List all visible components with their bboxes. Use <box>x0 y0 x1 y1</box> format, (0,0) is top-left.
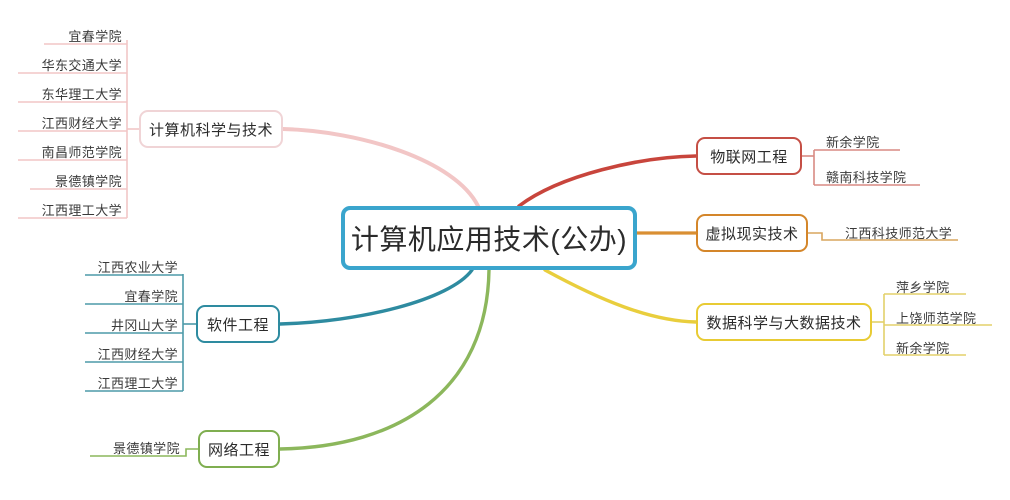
link-central-data-science <box>543 268 698 324</box>
leaf-node-cs-0[interactable]: 宜春学院 <box>68 29 122 44</box>
leaf-node-se-1[interactable]: 宜春学院 <box>124 289 178 304</box>
branch-node-virtual-reality[interactable]: 虚拟现实技术 <box>696 214 808 252</box>
link-central-software-engineering <box>278 268 474 326</box>
leaf-node-bd-0[interactable]: 萍乡学院 <box>896 280 950 295</box>
branch-node-iot-engineering[interactable]: 物联网工程 <box>696 137 802 175</box>
leaf-node-bd-2[interactable]: 新余学院 <box>896 341 950 356</box>
central-node[interactable]: 计算机应用技术(公办) <box>341 206 637 270</box>
leaf-node-net-0[interactable]: 景德镇学院 <box>112 441 180 456</box>
link-net-stub <box>90 448 198 457</box>
branch-node-computer-science[interactable]: 计算机科学与技术 <box>139 110 283 148</box>
leaf-node-cs-5[interactable]: 景德镇学院 <box>54 174 122 189</box>
leaf-node-cs-4[interactable]: 南昌师范学院 <box>41 145 122 160</box>
leaf-node-iot-1[interactable]: 赣南科技学院 <box>826 170 907 185</box>
leaf-node-bd-1[interactable]: 上饶师范学院 <box>896 311 977 326</box>
leaf-node-cs-6[interactable]: 江西理工大学 <box>41 203 122 218</box>
leaf-node-iot-0[interactable]: 新余学院 <box>826 135 880 150</box>
leaf-node-se-0[interactable]: 江西农业大学 <box>97 260 178 275</box>
link-central-computer-science <box>281 127 480 208</box>
link-vr-stub <box>808 232 958 241</box>
link-central-network-engineering <box>278 268 491 451</box>
branch-node-network-engineering[interactable]: 网络工程 <box>198 430 280 468</box>
link-central-iot-engineering <box>517 154 698 208</box>
leaf-node-cs-3[interactable]: 江西财经大学 <box>41 116 122 131</box>
leaf-node-vr-0[interactable]: 江西科技师范大学 <box>845 226 953 241</box>
branch-node-data-science[interactable]: 数据科学与大数据技术 <box>696 303 872 341</box>
branch-node-software-engineering[interactable]: 软件工程 <box>196 305 280 343</box>
leaf-node-se-3[interactable]: 江西财经大学 <box>97 347 178 362</box>
leaf-node-cs-2[interactable]: 东华理工大学 <box>41 87 122 102</box>
leaf-node-se-2[interactable]: 井冈山大学 <box>110 318 178 333</box>
leaf-node-cs-1[interactable]: 华东交通大学 <box>41 58 122 73</box>
leaf-node-se-4[interactable]: 江西理工大学 <box>97 376 178 391</box>
